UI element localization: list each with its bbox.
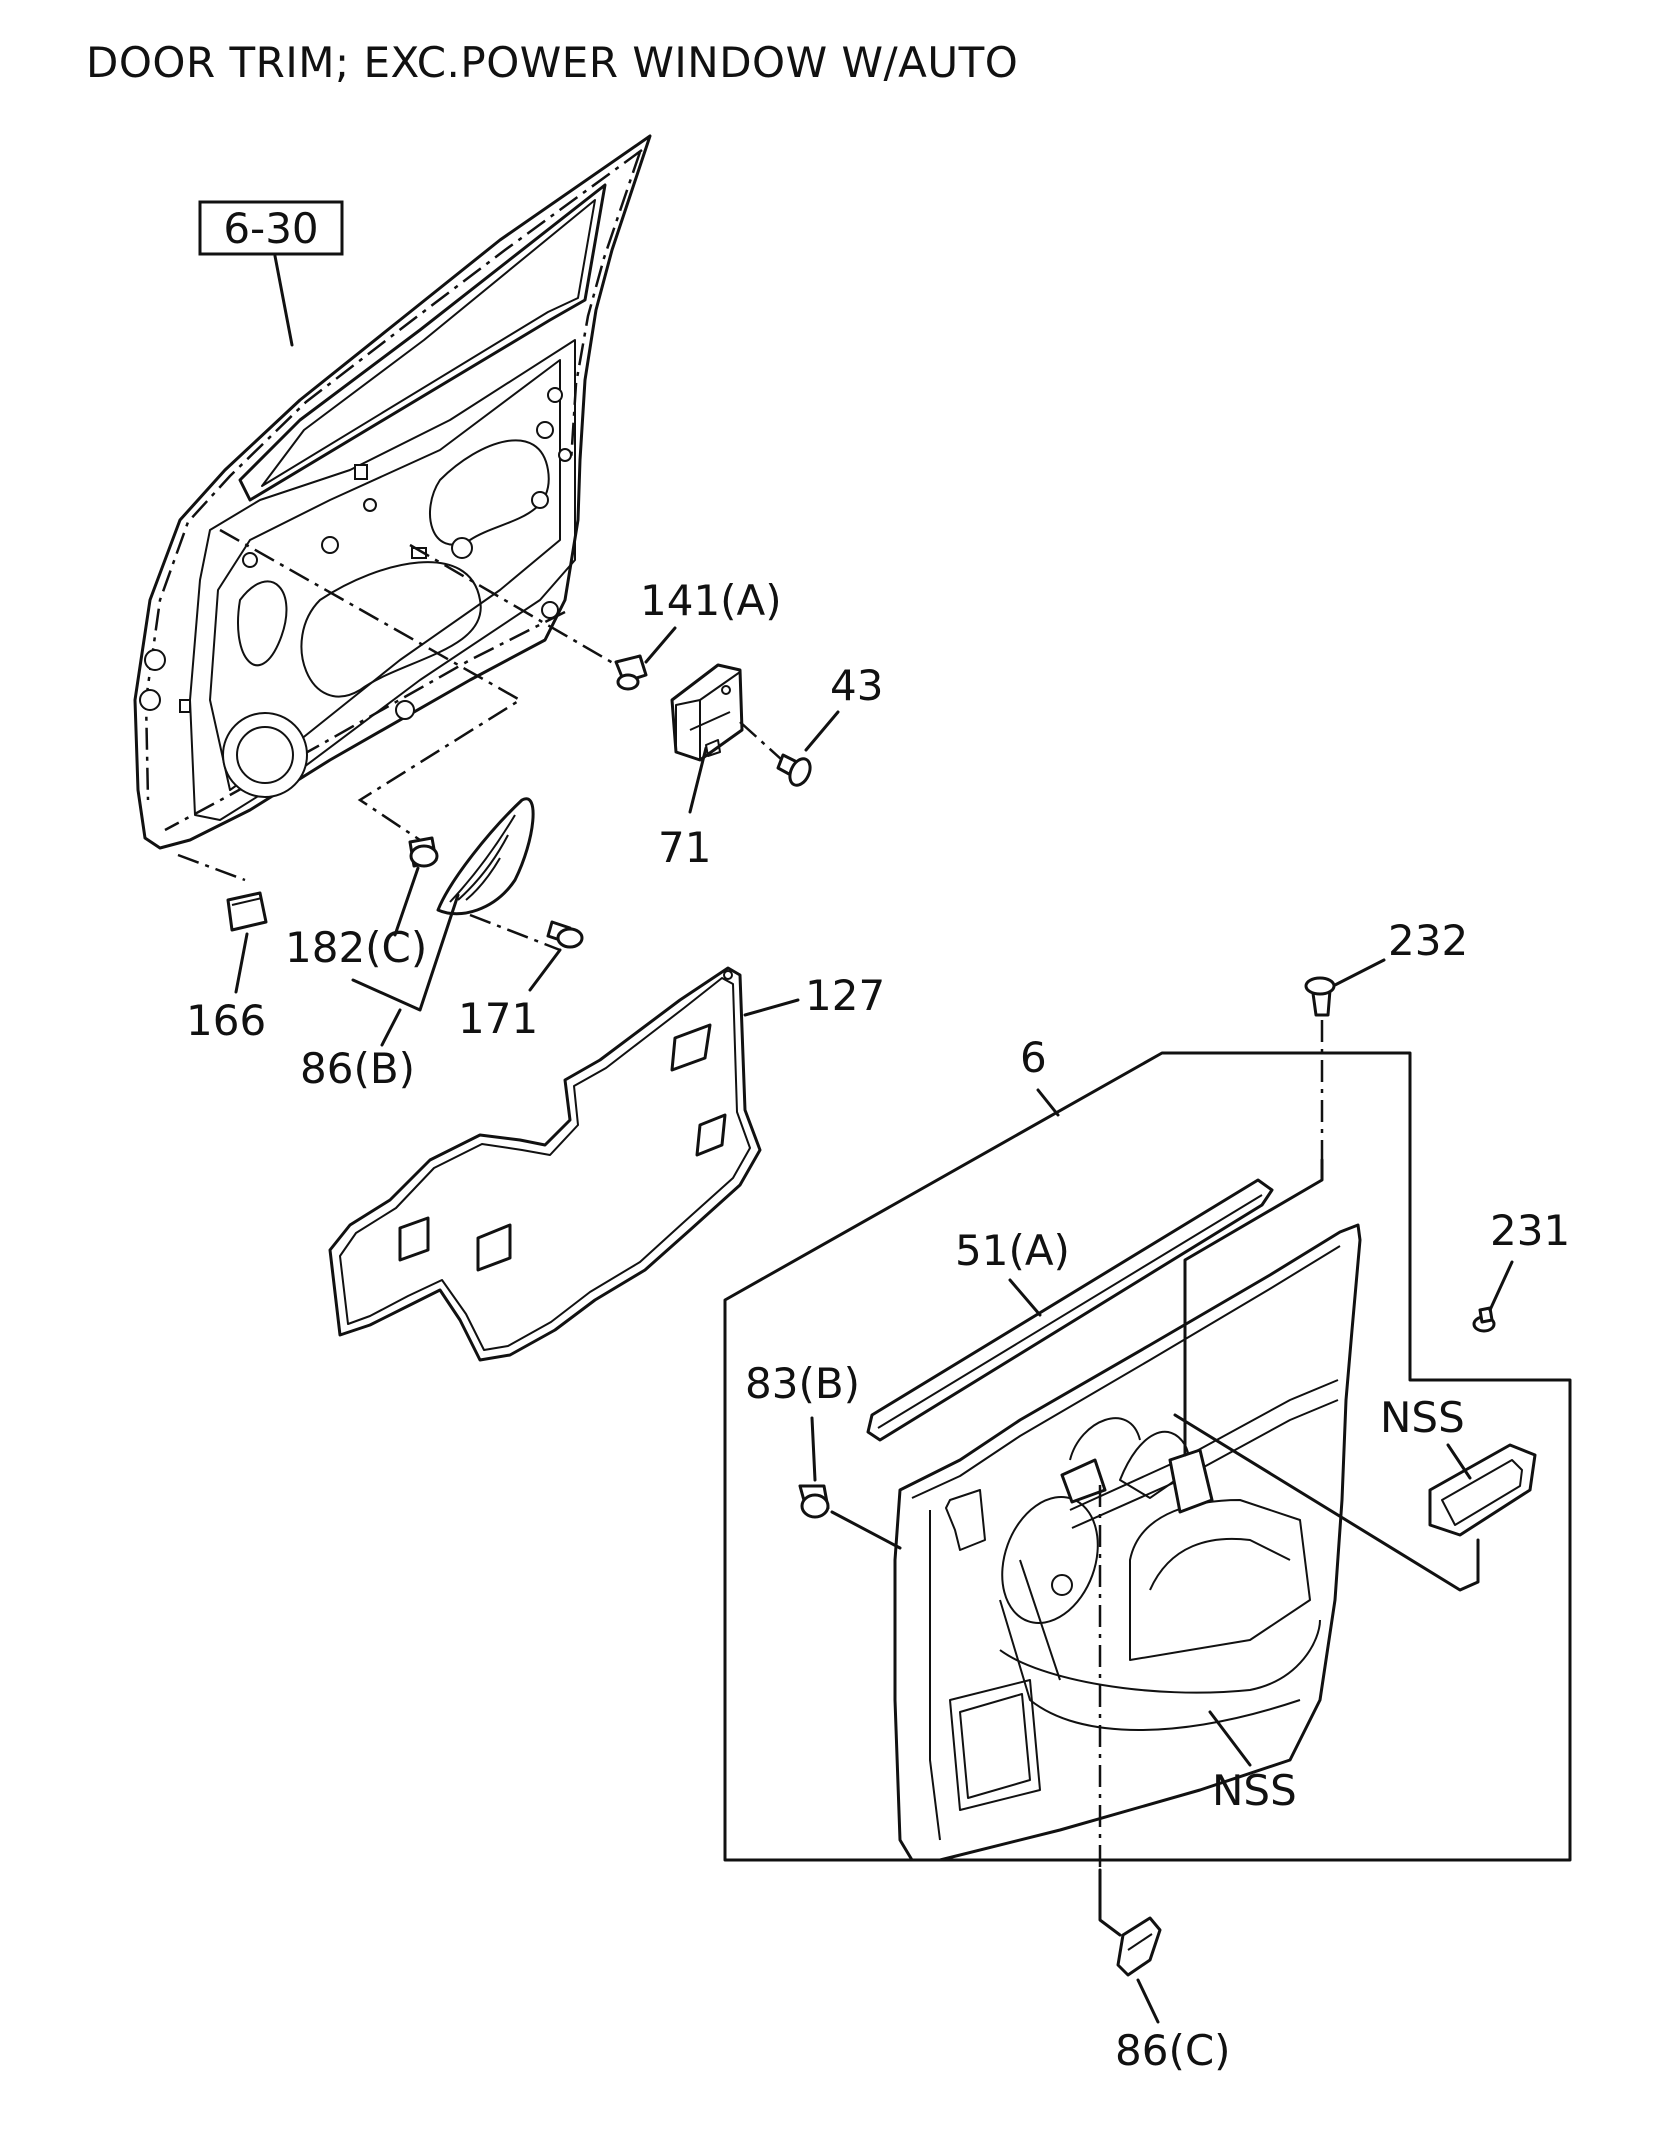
- cover-86c: [1116, 1916, 1162, 1977]
- assembly-frame: [723, 1051, 1572, 1862]
- door-trim-panel-6: [893, 1223, 1362, 1862]
- pad-166: [226, 891, 268, 932]
- callout-141a: 141(A): [640, 576, 782, 625]
- reference-box: 6-30: [198, 200, 344, 347]
- callout-nss-upper: NSS: [1380, 1393, 1465, 1442]
- callout-166: 166: [186, 996, 266, 1045]
- clip-83b: [798, 1484, 830, 1519]
- weatherstrip-51a: [866, 1178, 1274, 1442]
- pull-cup-nss: [1428, 1443, 1537, 1537]
- callout-86c: 86(C): [1115, 2026, 1231, 2075]
- water-shield-127: [328, 966, 762, 1362]
- screw-232: [1304, 976, 1336, 1017]
- callout-43: 43: [830, 661, 883, 710]
- clip-182c: [408, 836, 439, 868]
- callout-6: 6: [1020, 1033, 1047, 1082]
- bracket-71: [670, 663, 744, 762]
- page-title: DOOR TRIM; EXC.POWER WINDOW W/AUTO: [86, 38, 1019, 87]
- speaker-cover-86b: [436, 797, 535, 916]
- reference-box-label: 6-30: [223, 204, 318, 253]
- callout-86b: 86(B): [300, 1044, 415, 1093]
- callout-171: 171: [458, 994, 538, 1043]
- door-shell: [133, 134, 652, 850]
- callout-232: 232: [1388, 916, 1468, 965]
- screw-171: [546, 920, 584, 949]
- callout-127: 127: [805, 971, 885, 1020]
- callout-182c: 182(C): [285, 923, 427, 972]
- callout-nss-lower: NSS: [1212, 1766, 1297, 1815]
- clip-141a: [614, 654, 648, 691]
- callout-231: 231: [1490, 1206, 1570, 1255]
- callout-51a: 51(A): [955, 1226, 1070, 1275]
- callout-71: 71: [658, 823, 711, 872]
- clip-231: [1472, 1306, 1496, 1333]
- callout-83b: 83(B): [745, 1359, 860, 1408]
- screw-43: [776, 753, 812, 787]
